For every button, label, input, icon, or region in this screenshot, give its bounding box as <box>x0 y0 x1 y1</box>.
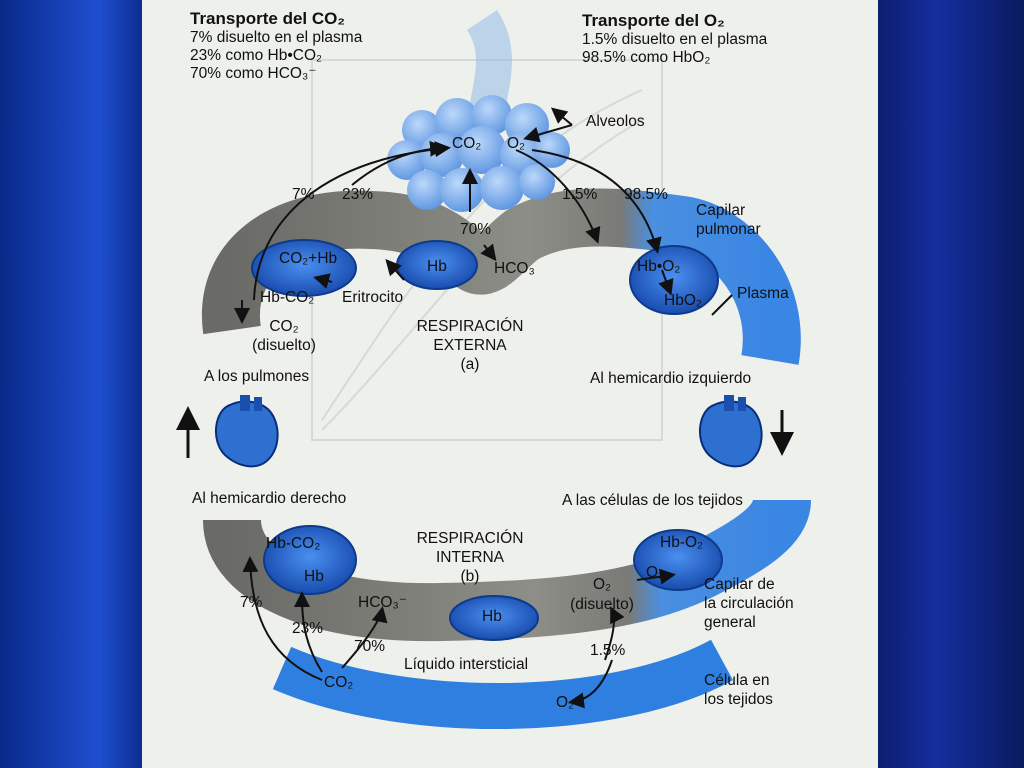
tissue-cell-label-1: Célula en <box>704 672 770 689</box>
o2-transport-line2: 98.5% como HbO₂ <box>582 49 711 66</box>
co2-transport-line1: 7% disuelto en el plasma <box>190 29 363 46</box>
o2-transport-title: Transporte del O₂ <box>582 11 725 30</box>
top-pct-23: 23% <box>342 186 374 203</box>
tissue-cell-label-2: los tejidos <box>704 691 773 708</box>
tissue-cell-band <box>272 639 733 729</box>
bottom-pct-23: 23% <box>292 620 324 637</box>
o2-transport-line1: 1.5% disuelto en el plasma <box>582 31 768 48</box>
plasma-label: Plasma <box>737 285 789 302</box>
erythrocyte-bottom-center <box>449 595 539 641</box>
heart-left-icon <box>214 395 279 468</box>
plasma-pointer-line <box>711 294 733 316</box>
diagram-panel: Transporte del CO₂ 7% disuelto en el pla… <box>142 0 878 768</box>
pulmonary-capillary-band <box>201 188 801 365</box>
hco3-top-label: HCO₃ <box>494 260 535 277</box>
internal-respiration-title-1: RESPIRACIÓN <box>416 530 524 547</box>
o2-dissolved-label-1: O₂ <box>592 576 612 593</box>
internal-respiration-title-2: INTERNA <box>435 549 505 566</box>
erythrocyte-top-right <box>629 245 719 315</box>
o2-bottom-cell-label: O₂ <box>646 564 665 581</box>
erythrocyte-label: Eritrocito <box>342 289 404 306</box>
interstitial-fluid-label: Líquido intersticial <box>404 656 529 673</box>
bottom-pct-7: 7% <box>240 594 263 611</box>
left-blue-border <box>0 0 142 768</box>
hb-bottom-center-label: Hb <box>482 608 502 625</box>
co2-dissolved-label-2: (disuelto) <box>252 337 316 354</box>
alveoli-o2-label: O₂ <box>507 135 526 152</box>
pulmonary-capillary-label-2: pulmonar <box>696 221 761 238</box>
diagram-graphics <box>176 10 811 729</box>
to-left-heart-label: Al hemicardio izquierdo <box>590 370 752 387</box>
to-lungs-label: A los pulmones <box>204 368 310 385</box>
co2-hb-label: CO₂+Hb <box>279 250 338 267</box>
hb-top-label: Hb <box>427 258 447 275</box>
tissue-co2-label: CO₂ <box>324 674 354 691</box>
pulmonary-capillary-label-1: Capilar <box>696 202 746 219</box>
co2-transport-line3: 70% como HCO₃⁻ <box>190 65 317 82</box>
alveoli-label: Alveolos <box>586 113 645 130</box>
hb-o2-bottom-label: Hb-O₂ <box>660 534 704 551</box>
external-respiration-title-2: EXTERNA <box>433 337 507 354</box>
hb-co2-top-label: Hb-CO₂ <box>260 289 315 306</box>
top-pct-98-5: 98.5% <box>624 186 668 203</box>
o2-dissolved-label-2: (disuelto) <box>570 596 634 613</box>
hb-co2-bottom-label: Hb-CO₂ <box>266 535 321 552</box>
right-blue-border <box>878 0 1024 768</box>
heart-right-icon <box>698 395 763 468</box>
hbo2-label: HbO₂ <box>664 292 702 309</box>
top-pct-70: 70% <box>460 221 492 238</box>
co2-transport-title: Transporte del CO₂ <box>190 9 345 28</box>
external-respiration-title-1: RESPIRACIÓN <box>416 318 524 335</box>
co2-dissolved-label-1: CO₂ <box>269 318 299 335</box>
top-pct-1-5: 1.5% <box>562 186 598 203</box>
systemic-capillary-label-2: la circulación <box>704 595 794 612</box>
alveoli-co2-label: CO₂ <box>452 135 482 152</box>
hb-bottom-left-label: Hb <box>304 568 324 585</box>
bottom-pct-70: 70% <box>354 638 386 655</box>
erythrocyte-top-left <box>251 239 357 297</box>
hb-o2-top-label: Hb•O₂ <box>637 258 681 275</box>
external-respiration-title-3: (a) <box>460 356 480 373</box>
erythrocyte-bottom-right <box>633 529 723 591</box>
alveoli-cluster <box>387 10 570 212</box>
tissue-o2-label: O₂ <box>556 694 575 711</box>
co2-transport-line2: 23% como Hb•CO₂ <box>190 47 323 64</box>
top-flow-arrows <box>234 107 674 324</box>
bottom-flow-arrows <box>242 556 676 709</box>
systemic-capillary-label-3: general <box>704 614 756 631</box>
top-pct-7: 7% <box>292 186 315 203</box>
hco3-bottom-label: HCO₃⁻ <box>358 594 407 611</box>
to-right-heart-label: Al hemicardio derecho <box>192 490 347 507</box>
to-tissue-cells-label: A las células de los tejidos <box>562 492 743 509</box>
systemic-capillary-label-1: Capilar de <box>704 576 775 593</box>
bottom-pct-1-5: 1.5% <box>590 642 626 659</box>
internal-respiration-title-3: (b) <box>460 568 480 585</box>
